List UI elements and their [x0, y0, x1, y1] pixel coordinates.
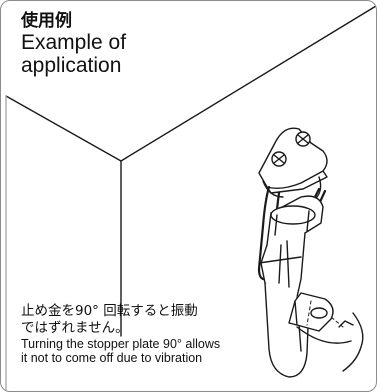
latch-lever [258, 195, 324, 378]
figure-caption: 止め金を90° 回転すると振動 ではずれません。 Turning the sto… [21, 303, 220, 365]
title-en-line2: application [21, 54, 122, 77]
title-jp: 使用例 [21, 11, 72, 31]
figure-title: 使用例 Example of application [21, 11, 126, 77]
stopper-plate [288, 292, 334, 332]
caption-jp-line1: 止め金を90° 回転すると振動 [21, 303, 198, 319]
box-body [5, 5, 376, 391]
rotation-arrow-icon [296, 312, 364, 372]
caption-en-line2: it not to come off due to vibration [21, 351, 203, 365]
title-en-line1: Example of [21, 31, 127, 54]
stopper-hole [310, 307, 328, 319]
bracket-plate [258, 127, 328, 198]
caption-en-line1: Turning the stopper plate 90° allows [21, 337, 221, 351]
caption-jp-line2: ではずれません。 [21, 320, 129, 336]
